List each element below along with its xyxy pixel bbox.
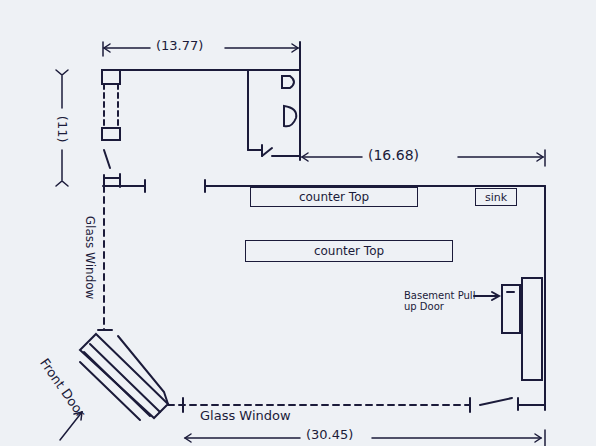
dimension-label: (11) [55,116,69,143]
counter-box: counter Top [245,240,453,262]
plan-label: Glass Window [200,409,291,423]
plan-label: Basement Pull up Door [404,290,476,312]
plan-label: Front Door [37,356,88,420]
dimension-label: (13.77) [154,39,205,53]
sink-box: sink [475,188,517,206]
counter-box: counter Top [250,187,418,207]
dimension-label: (16.68) [366,148,421,163]
box-label: counter Top [299,191,369,203]
box-label: counter Top [314,245,384,257]
dimension-label: (30.45) [304,428,355,442]
box-label: sink [485,192,507,203]
plan-label: Glass Window [83,216,96,300]
